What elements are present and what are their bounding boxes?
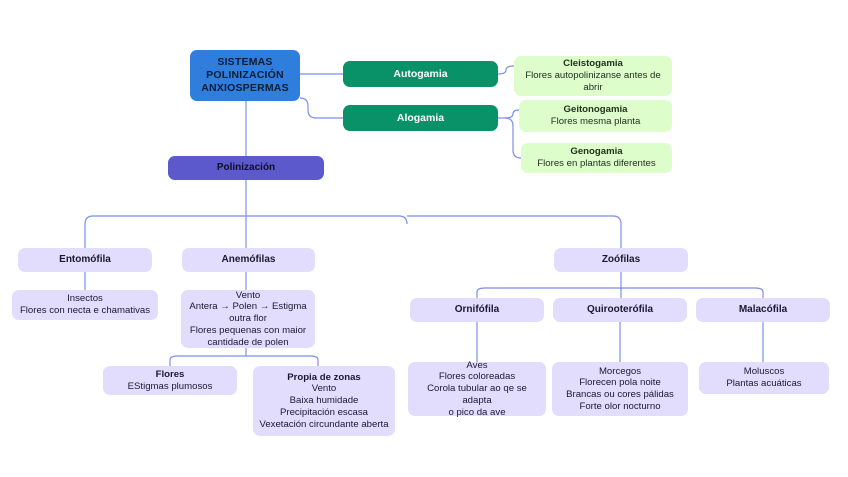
node-root-line3: ANXIOSPERMAS [201, 81, 289, 94]
node-malacofila[interactable]: Malacófila [696, 298, 830, 322]
node-quirooterofila-label: Quirooterófila [586, 303, 654, 315]
node-anemofilas-detail-line5: cantidade de polen [207, 336, 289, 348]
node-anemofilas[interactable]: Anemófilas [182, 248, 315, 272]
node-polinizacion-label: Polinización [216, 161, 276, 173]
node-cleistogamia-title: Cleistogamia [563, 58, 623, 70]
node-autogamia[interactable]: Autogamia [343, 61, 498, 87]
node-propia-de-zonas-line4: Vexetación circundante aberta [259, 418, 389, 430]
node-geitonogamia[interactable]: Geitonogamia Flores mesma planta [519, 100, 672, 132]
node-root-line1: SISTEMAS [217, 56, 273, 69]
node-zoofilas[interactable]: Zoófilas [554, 248, 688, 272]
node-ornifofila-detail-line3: Corola tubular ao qe se adapta [427, 383, 527, 406]
node-malacofila-detail-line1: Moluscos [743, 366, 785, 378]
node-quirooterofila-detail-line4: Forte olor nocturno [579, 400, 661, 412]
node-quirooterofila-detail-line3: Brancas ou cores pálidas [566, 389, 674, 400]
node-propia-de-zonas-line2: Baixa humidade [289, 395, 359, 407]
node-malacofila-label: Malacófila [738, 303, 788, 315]
node-quirooterofila[interactable]: Quirooterófila [553, 298, 687, 322]
node-anemofilas-label: Anemófilas [221, 253, 276, 265]
node-autogamia-label: Autogamia [393, 67, 448, 80]
node-propia-de-zonas[interactable]: Propia de zonas Vento Baixa humidade Pre… [253, 366, 395, 436]
node-flores[interactable]: Flores EStigmas plumosos [103, 366, 237, 395]
node-anemofilas-detail[interactable]: Vento Antera → Polen → Estigma outra flo… [181, 290, 315, 348]
node-flores-title: Flores [155, 368, 185, 380]
node-zoofilas-label: Zoófilas [601, 253, 641, 265]
node-flores-line1: EStigmas plumosos [127, 380, 213, 392]
node-malacofila-detail[interactable]: Moluscos Plantas acuáticas [699, 362, 829, 394]
node-genogamia-title: Genogamia [570, 146, 623, 158]
node-ornifofila-detail-line1: Aves [466, 359, 488, 371]
node-alogamia[interactable]: Alogamia [343, 105, 498, 131]
node-alogamia-label: Alogamia [396, 111, 445, 124]
node-propia-de-zonas-line1: Vento [311, 383, 337, 395]
node-entomofila-label: Entomófila [59, 253, 111, 265]
node-anemofilas-detail-line1: Vento [235, 289, 261, 301]
node-polinizacion[interactable]: Polinización [168, 156, 324, 180]
node-entomofila-detail-line1: Insectos [67, 293, 103, 305]
node-quirooterofila-detail-line1: Morcegos [598, 365, 642, 377]
node-genogamia[interactable]: Genogamia Flores en plantas diferentes [521, 143, 672, 173]
node-cleistogamia-line1: Flores autopolinizanse antes de [525, 70, 661, 82]
node-geitonogamia-title: Geitonogamia [563, 104, 628, 116]
node-malacofila-detail-line2: Plantas acuáticas [726, 378, 802, 389]
node-root[interactable]: SISTEMAS POLINIZACIÓN ANXIOSPERMAS [190, 50, 300, 101]
node-ornifofila-label: Ornifófila [454, 303, 500, 315]
node-quirooterofila-detail[interactable]: Morcegos Florecen pola noite Brancas ou … [552, 362, 688, 416]
node-ornifofila[interactable]: Ornifófila [410, 298, 544, 322]
node-anemofilas-detail-line2: Antera → Polen → Estigma [189, 301, 307, 313]
node-propia-de-zonas-line3: Precipitación escasa [280, 406, 368, 418]
node-ornifofila-detail[interactable]: Aves Flores coloreadas Corola tubular ao… [408, 359, 546, 418]
node-anemofilas-detail-line4: Flores pequenas con maior [189, 324, 307, 336]
node-cleistogamia[interactable]: Cleistogamia Flores autopolinizanse ante… [514, 56, 672, 96]
node-genogamia-line1: Flores en plantas diferentes [537, 158, 656, 169]
node-geitonogamia-line1: Flores mesma planta [550, 116, 641, 127]
node-ornifofila-detail-line4: o pico da ave [448, 406, 506, 418]
node-entomofila-detail-line2: Flores con necta e chamativas [19, 305, 151, 316]
node-anemofilas-detail-line3: outra flor [229, 313, 267, 325]
node-entomofila-detail[interactable]: Insectos Flores con necta e chamativas [12, 290, 158, 320]
node-entomofila[interactable]: Entomófila [18, 248, 152, 272]
node-root-line2: POLINIZACIÓN [206, 69, 284, 82]
node-ornifofila-detail-line2: Flores coloreadas [438, 371, 516, 383]
node-quirooterofila-detail-line2: Florecen pola noite [579, 377, 661, 389]
node-cleistogamia-line2: abrir [583, 81, 603, 93]
node-propia-de-zonas-title: Propia de zonas [287, 371, 361, 383]
